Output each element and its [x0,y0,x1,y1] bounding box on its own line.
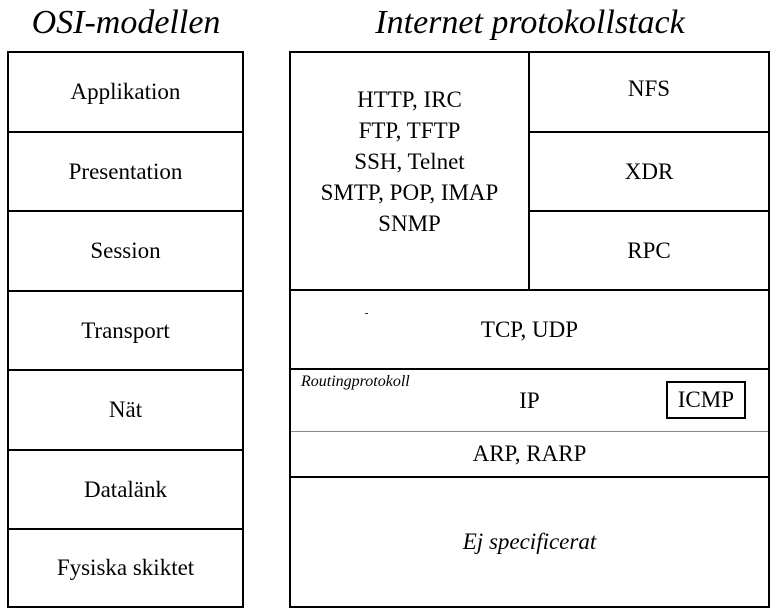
transport-protocols: TCP, UDP [480,316,579,342]
osi-layer-presentation: Presentation [9,133,242,212]
internet-stack-title: Internet protokollstack [375,4,685,41]
network-layer-cell: Routingprotokoll IP ICMP [291,370,768,432]
internet-protocol-stack: HTTP, IRC FTP, TFTP SSH, Telnet SMTP, PO… [289,51,770,608]
stray-mark [365,313,368,314]
routing-protocols-label: Routingprotokoll [301,373,410,390]
icmp-box: ICMP [665,381,746,419]
app-protocol-ssh-telnet: SSH, Telnet [354,148,465,174]
nfs-cell: NFS [530,53,768,133]
osi-layer-datalink: Datalänk [9,451,242,530]
ip-label: IP [519,387,540,413]
osi-model-stack: Applikation Presentation Session Transpo… [7,51,244,608]
osi-layer-transport: Transport [9,292,242,371]
osi-model-title: OSI-modellen [31,4,221,41]
osi-layer-session: Session [9,212,242,292]
xdr-cell: XDR [530,133,768,212]
app-protocol-snmp: SNMP [378,210,441,236]
app-protocol-http-irc: HTTP, IRC [357,86,462,112]
app-protocol-smtp-pop-imap: SMTP, POP, IMAP [320,179,499,205]
osi-layer-application: Applikation [9,53,242,133]
osi-layer-physical: Fysiska skiktet [56,555,195,580]
application-protocols-cell: HTTP, IRC FTP, TFTP SSH, Telnet SMTP, PO… [291,53,530,291]
app-protocol-ftp-tftp: FTP, TFTP [358,117,461,143]
physical-layer-cell: Ej specificerat [462,529,597,554]
link-layer-cell: ARP, RARP [291,432,768,478]
rpc-cell: RPC [530,212,768,291]
osi-layer-network: Nät [9,371,242,451]
transport-layer-cell: TCP, UDP [291,291,768,370]
